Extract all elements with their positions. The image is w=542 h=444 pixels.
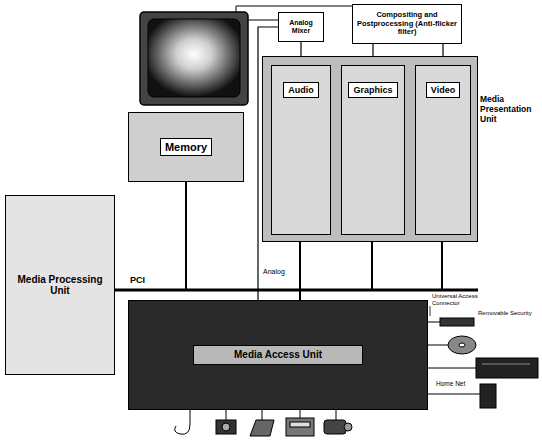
memory-box: Memory — [128, 112, 244, 182]
unit-name: Audio — [283, 82, 319, 98]
unit-name: Compositing and Postprocessing (Anti-fli… — [356, 11, 458, 37]
unit-name: Analog Mixer — [282, 19, 320, 35]
access-unit: Media Access Unit — [128, 300, 428, 410]
peripherals — [428, 306, 538, 408]
signal-name: Analog — [262, 268, 286, 276]
unit-name: Media Access Unit — [193, 345, 363, 365]
connector-name: Universal Access Connector — [432, 293, 496, 306]
monitor — [140, 12, 248, 105]
unit-name: Video — [426, 82, 460, 98]
unit-name: Media Processing Unit — [9, 274, 111, 297]
graphics-unit: Graphics — [341, 65, 405, 235]
video-unit: Video — [415, 65, 471, 235]
unit-name: Media Presentation Unit — [480, 95, 538, 124]
postprocessing-box: Compositing and Postprocessing (Anti-fli… — [352, 4, 462, 44]
processing-unit: Media Processing Unit — [5, 195, 115, 375]
audio-wire — [248, 20, 278, 21]
device-name: Removable Security — [478, 310, 538, 317]
mixer-box: Analog Mixer — [278, 12, 324, 42]
unit-name: Memory — [160, 138, 212, 157]
unit-name: Graphics — [348, 82, 397, 98]
bus-name: PCI — [130, 276, 160, 286]
access-devices — [175, 410, 352, 436]
audio-unit: Audio — [271, 65, 331, 235]
network-name: Home Net — [436, 380, 476, 387]
presentation-unit: Media Presentation UnitAudioGraphicsVide… — [262, 56, 478, 242]
